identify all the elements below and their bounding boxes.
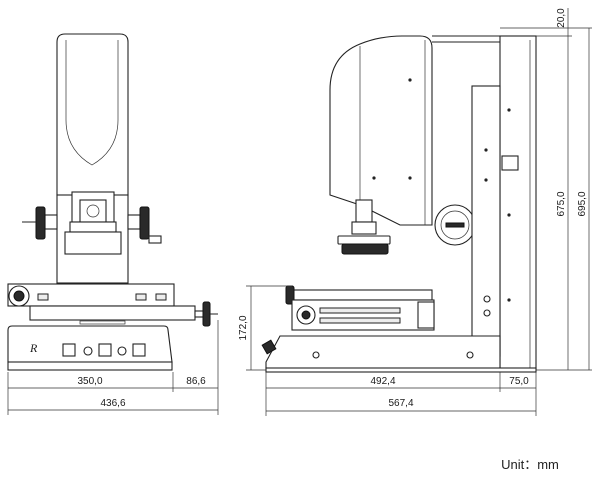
dim-side-column: 75,0 xyxy=(509,376,529,387)
side-focus-wheel-inner xyxy=(440,210,470,240)
front-indicator-1 xyxy=(83,346,93,356)
front-head-curve xyxy=(65,40,119,166)
side-stage-body xyxy=(291,299,435,331)
side-stage-end-block xyxy=(417,301,435,329)
dim-front-base: 350,0 xyxy=(77,376,102,387)
front-focus-knob-left xyxy=(35,206,46,240)
side-screw-2 xyxy=(408,176,412,180)
side-col-screw-3 xyxy=(507,298,511,302)
dim-side-stage-height: 172,0 xyxy=(238,315,249,340)
side-screw-3 xyxy=(372,176,376,180)
side-stage-rail-2 xyxy=(319,317,401,324)
side-foot-hole-2 xyxy=(466,351,474,359)
side-view: 492,4 75,0 567,4 172,0 675,0 695,0 20,0 xyxy=(238,8,592,416)
side-screw-1 xyxy=(408,78,412,82)
side-stage-dial-center xyxy=(301,310,311,320)
front-stage-top xyxy=(7,283,175,307)
front-stage-clamp-3 xyxy=(155,293,167,301)
side-column xyxy=(499,35,537,371)
front-knob-hub-right xyxy=(127,214,141,230)
front-focus-knob-right xyxy=(139,206,150,240)
dim-side-total-height: 695,0 xyxy=(577,191,588,216)
side-column-knob xyxy=(501,155,519,171)
dim-front-total: 436,6 xyxy=(100,398,125,409)
front-view: R 350,0 86,6 436,6 xyxy=(7,33,219,415)
side-col-screw-2 xyxy=(507,213,511,217)
front-knob-shaft-right xyxy=(148,235,162,244)
front-switch-1 xyxy=(62,343,76,357)
dim-side-column-height: 675,0 xyxy=(556,191,567,216)
front-lens-plate xyxy=(64,231,122,255)
side-port-1 xyxy=(483,295,491,303)
side-foot-hole-1 xyxy=(312,351,320,359)
dim-front-handle: 86,6 xyxy=(186,376,206,387)
dim-side-total: 567,4 xyxy=(388,398,413,409)
front-stage-clamp-1 xyxy=(37,293,49,301)
front-stage-lower xyxy=(29,305,196,321)
front-column-head xyxy=(56,33,129,196)
side-slide-screw-1 xyxy=(484,148,488,152)
side-base-switch xyxy=(261,339,277,355)
front-knob-hub-left xyxy=(44,214,58,230)
front-x-handle xyxy=(202,301,211,327)
side-col-screw-1 xyxy=(507,108,511,112)
dim-side-base: 492,4 xyxy=(370,376,395,387)
side-ring-light xyxy=(341,243,389,255)
front-indicator-2 xyxy=(117,346,127,356)
side-stage-top xyxy=(291,289,433,301)
front-logo: R xyxy=(29,341,38,355)
side-port-2 xyxy=(483,309,491,317)
front-switch-2 xyxy=(98,343,112,357)
side-stage-rail-1 xyxy=(319,307,401,314)
front-lens-block xyxy=(79,199,107,223)
front-switch-3 xyxy=(132,343,146,357)
front-stage-clamp-2 xyxy=(135,293,147,301)
side-slide-screw-2 xyxy=(484,178,488,182)
side-head xyxy=(329,35,433,226)
front-lens-base xyxy=(69,221,117,233)
side-focus-wheel-label xyxy=(445,222,465,228)
side-ring-light-top xyxy=(337,235,391,245)
front-stage-rail xyxy=(79,320,126,325)
front-lens-circle xyxy=(86,204,100,218)
front-stage-dial-center xyxy=(13,290,25,302)
side-lens-tube xyxy=(355,199,373,223)
front-base xyxy=(7,325,173,363)
dim-side-top-offset: 20,0 xyxy=(556,8,567,28)
front-base-foot xyxy=(7,361,173,371)
side-base-foot xyxy=(265,367,537,373)
side-lens-body xyxy=(351,221,377,235)
side-base xyxy=(265,335,501,369)
unit-label: Unit：mm xyxy=(501,457,559,472)
